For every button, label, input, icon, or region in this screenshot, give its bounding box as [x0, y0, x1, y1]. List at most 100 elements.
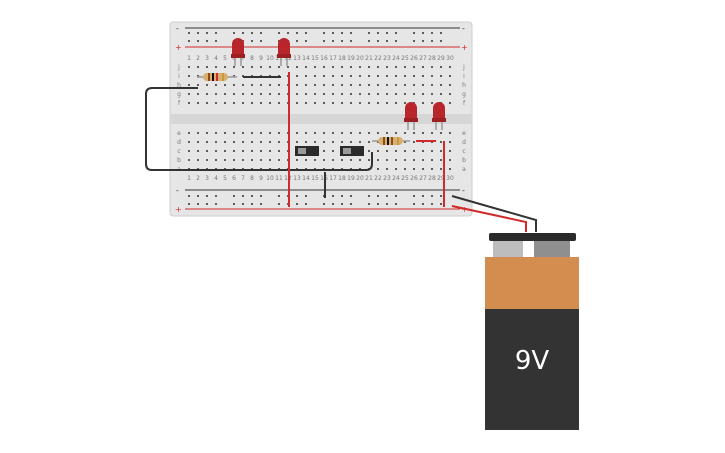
breadboard-hole [224, 150, 226, 152]
breadboard-hole [431, 159, 433, 161]
breadboard-hole [314, 102, 316, 104]
breadboard-hole [350, 32, 352, 34]
breadboard-hole [422, 32, 424, 34]
led-rim [277, 54, 291, 58]
breadboard-hole [269, 66, 271, 68]
breadboard-hole [350, 75, 352, 77]
breadboard-hole [368, 93, 370, 95]
breadboard-hole [359, 132, 361, 134]
breadboard-hole [386, 40, 388, 42]
breadboard-hole [188, 93, 190, 95]
breadboard-row-label: 27 [419, 175, 427, 182]
breadboard-hole [422, 168, 424, 170]
breadboard-row-label: g [462, 91, 466, 98]
breadboard-hole [197, 75, 199, 77]
led-body [278, 38, 290, 56]
breadboard-hole [278, 84, 280, 86]
breadboard-hole [233, 203, 235, 205]
breadboard-row-label: 2 [196, 175, 200, 182]
breadboard-hole [233, 32, 235, 34]
breadboard-hole [305, 66, 307, 68]
breadboard-row-label: 28 [428, 175, 436, 182]
breadboard-hole [296, 141, 298, 143]
breadboard-hole [242, 84, 244, 86]
breadboard-row-label: 10 [266, 55, 274, 62]
breadboard-hole [188, 66, 190, 68]
breadboard-hole [323, 66, 325, 68]
switch-left[interactable] [295, 146, 319, 156]
breadboard-hole [413, 75, 415, 77]
breadboard-row-label: 19 [347, 55, 355, 62]
breadboard-hole [341, 84, 343, 86]
top-rail-minus-left: - [176, 24, 179, 33]
breadboard-row-label: 1 [187, 55, 191, 62]
breadboard-hole [242, 93, 244, 95]
breadboard-row-label: 4 [214, 175, 218, 182]
breadboard-hole [233, 66, 235, 68]
breadboard-hole [269, 93, 271, 95]
breadboard-row-label: 21 [365, 175, 373, 182]
breadboard-row-label: d [177, 139, 181, 146]
breadboard-hole [359, 159, 361, 161]
breadboard-hole [296, 132, 298, 134]
breadboard-hole [359, 141, 361, 143]
breadboard-hole [341, 66, 343, 68]
breadboard-row-label: 14 [302, 175, 310, 182]
breadboard-hole [332, 40, 334, 42]
breadboard-hole [449, 66, 451, 68]
switch-left-body [295, 146, 319, 156]
breadboard-hole [341, 40, 343, 42]
breadboard-hole [242, 66, 244, 68]
breadboard-hole [224, 132, 226, 134]
breadboard-hole [413, 168, 415, 170]
breadboard-hole [305, 32, 307, 34]
switch-right[interactable] [340, 146, 364, 156]
breadboard-hole [395, 75, 397, 77]
resistor-left-band-3 [216, 73, 218, 81]
breadboard-hole [377, 159, 379, 161]
breadboard-hole [386, 159, 388, 161]
breadboard-hole [269, 102, 271, 104]
breadboard-hole [215, 195, 217, 197]
breadboard-hole [260, 66, 262, 68]
breadboard-hole [440, 66, 442, 68]
breadboard-hole [215, 66, 217, 68]
breadboard-row-label: 15 [311, 55, 319, 62]
breadboard-hole [431, 168, 433, 170]
breadboard-hole [386, 84, 388, 86]
breadboard-hole [215, 93, 217, 95]
breadboard-hole [395, 195, 397, 197]
breadboard-hole [260, 195, 262, 197]
breadboard-row-label: 19 [347, 175, 355, 182]
breadboard-hole [377, 203, 379, 205]
breadboard-hole [404, 150, 406, 152]
led-rim [404, 118, 418, 122]
switch-left-slider[interactable] [298, 148, 306, 154]
breadboard-row-label: 23 [383, 175, 391, 182]
breadboard-hole [422, 132, 424, 134]
breadboard-row-label: 30 [446, 175, 454, 182]
breadboard-hole [431, 203, 433, 205]
breadboard-hole [296, 32, 298, 34]
breadboard-row-label: i [178, 73, 180, 80]
breadboard-hole [440, 132, 442, 134]
breadboard-hole [305, 84, 307, 86]
breadboard-row-label: 14 [302, 55, 310, 62]
top-rail-plus-left: + [175, 43, 182, 52]
breadboard-hole [377, 93, 379, 95]
breadboard-row-label: 5 [223, 55, 227, 62]
switch-right-slider[interactable] [343, 148, 351, 154]
breadboard-hole [440, 32, 442, 34]
breadboard-row-label: 10 [266, 175, 274, 182]
breadboard-row-label: 26 [410, 55, 418, 62]
wire-battery-red [451, 205, 527, 232]
breadboard-hole [305, 102, 307, 104]
breadboard-hole [242, 195, 244, 197]
breadboard-hole [260, 150, 262, 152]
breadboard-hole [449, 168, 451, 170]
breadboard-hole [305, 40, 307, 42]
breadboard-hole [332, 195, 334, 197]
breadboard-hole [251, 40, 253, 42]
breadboard-row-label: 24 [392, 175, 400, 182]
breadboard-row-label: 25 [401, 175, 409, 182]
